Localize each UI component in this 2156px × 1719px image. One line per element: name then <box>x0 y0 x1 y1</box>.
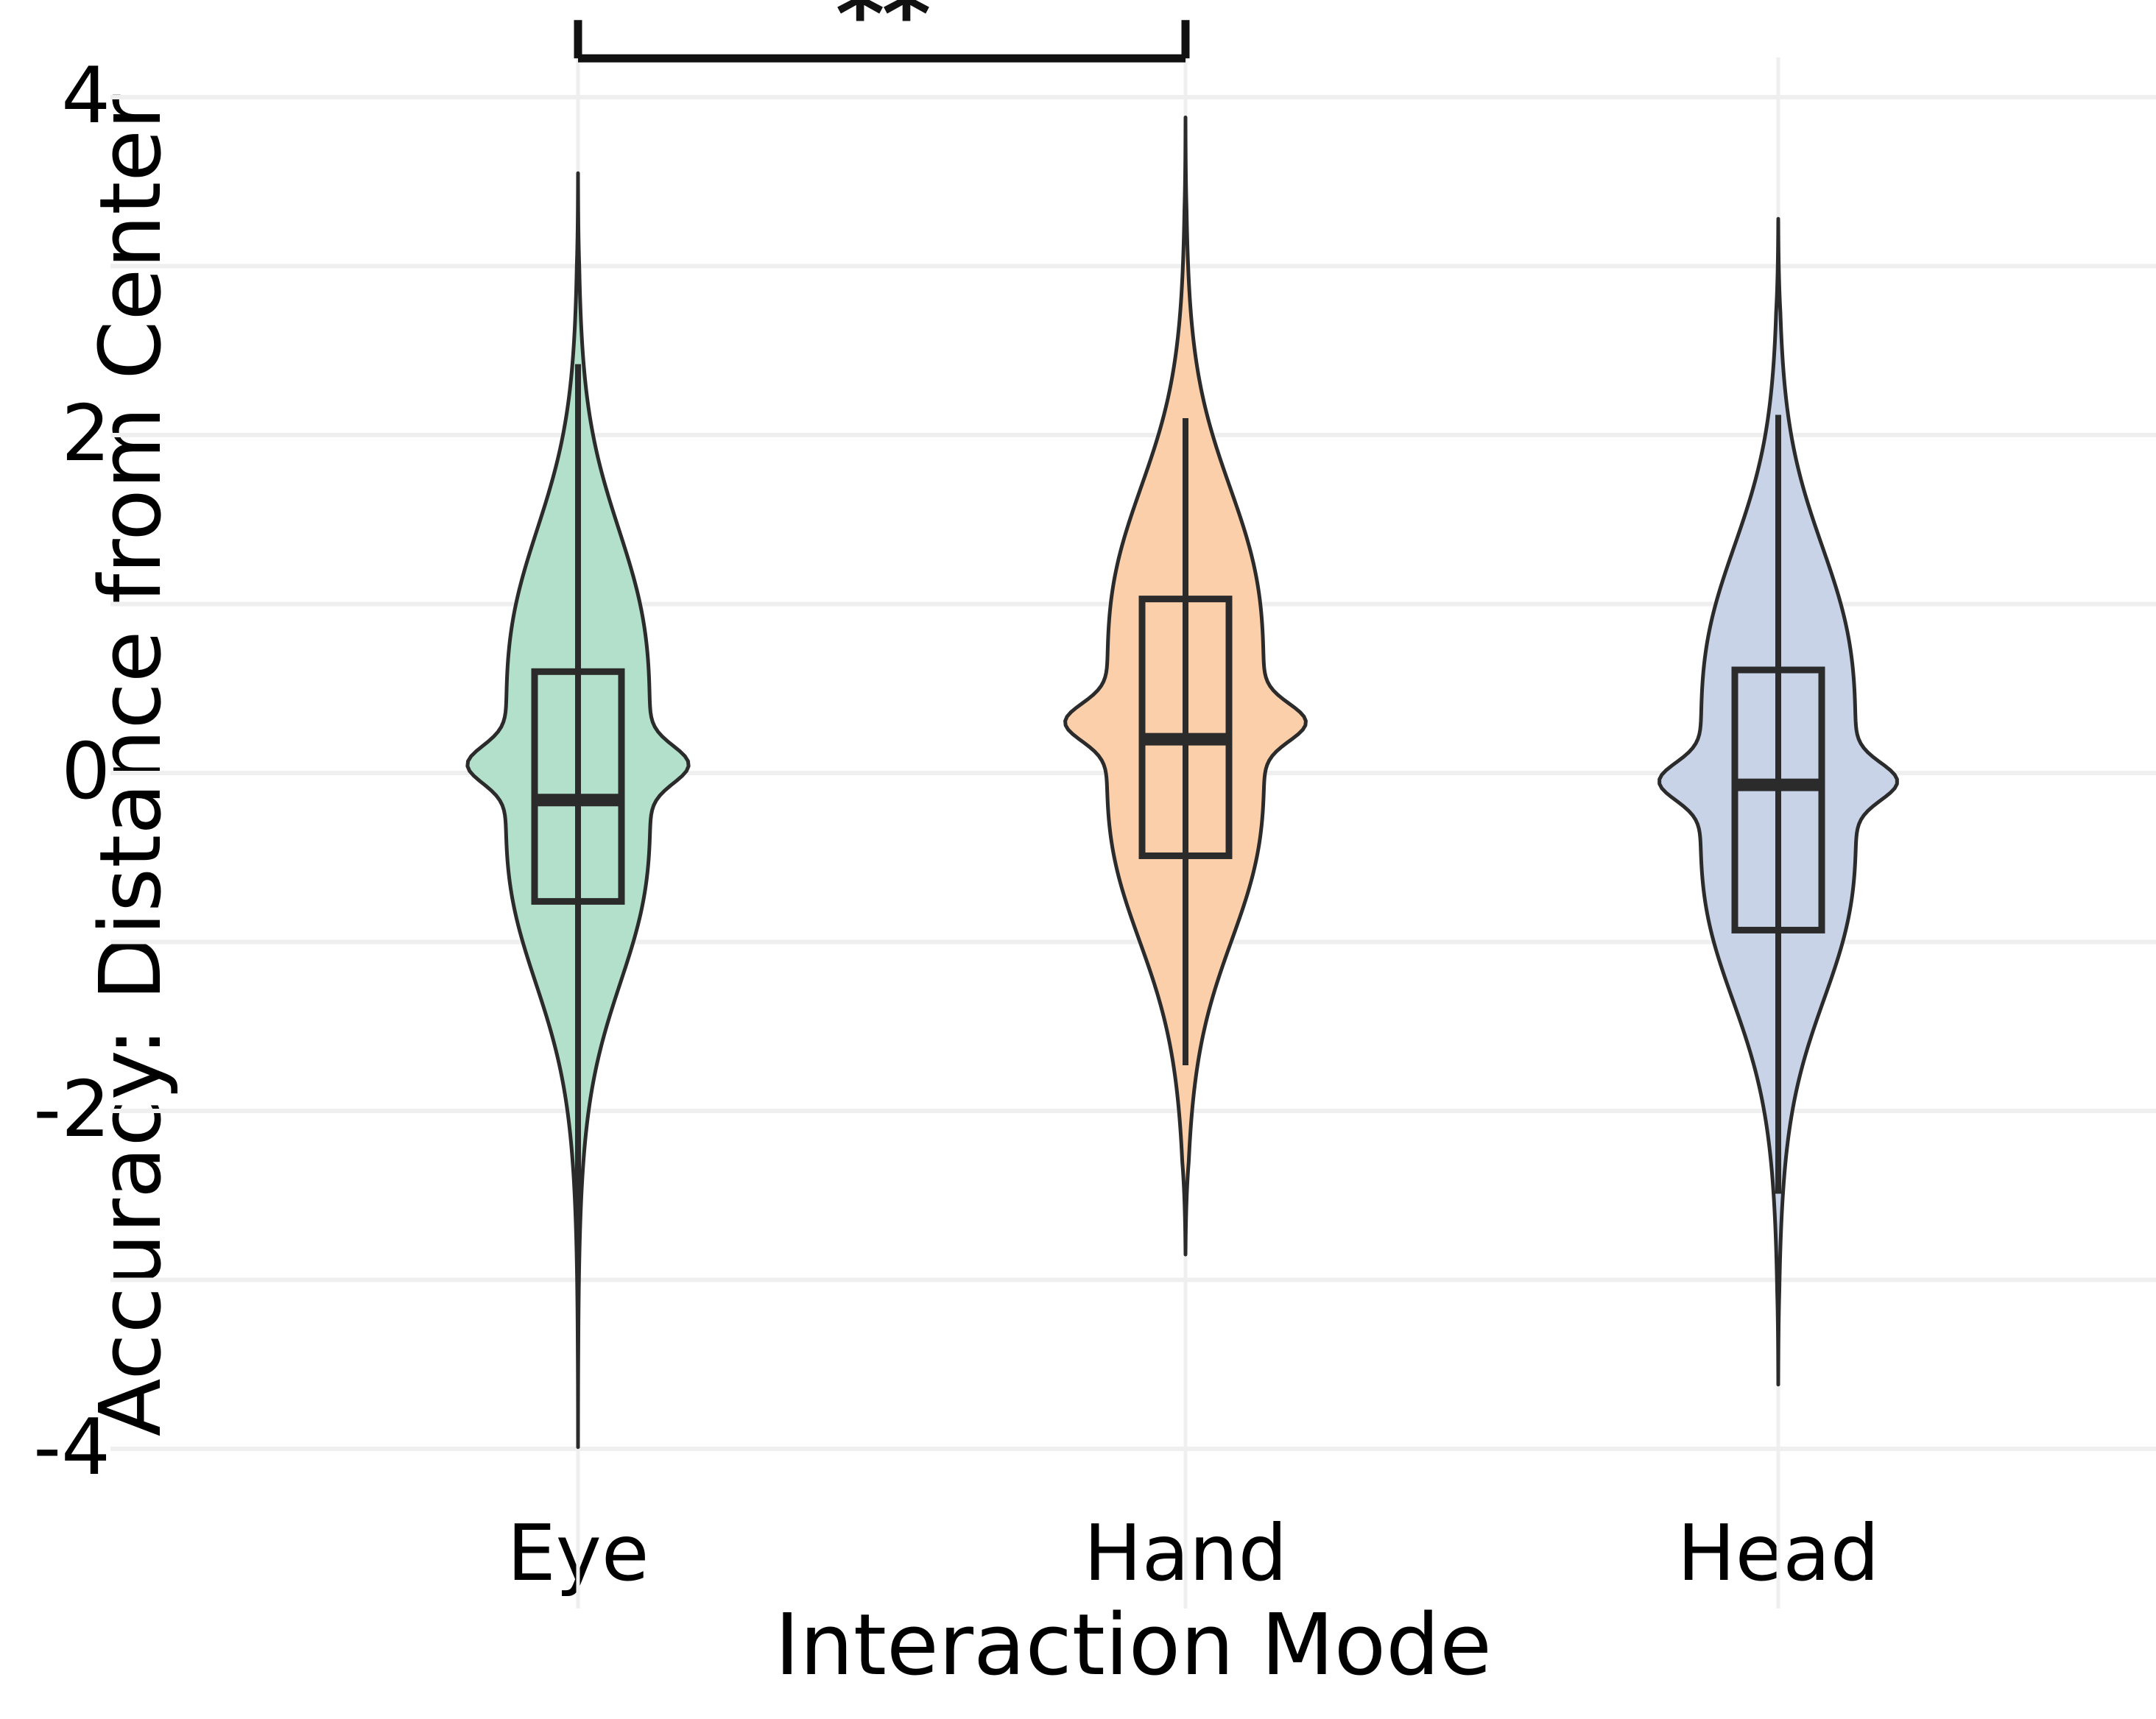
y-tick-label-neg2: -2 <box>33 1065 110 1154</box>
x-axis-label: Interaction Mode <box>775 1596 1492 1695</box>
y-tick-label-4: 4 <box>61 51 110 141</box>
box-head <box>1731 666 1825 933</box>
significance-label: ** <box>835 0 931 71</box>
y-tick-label-0: 0 <box>61 727 110 816</box>
box-hand <box>1138 596 1233 859</box>
box-eye <box>531 668 625 905</box>
y-tick-label-neg4: -4 <box>33 1402 110 1492</box>
y-tick-label-2: 2 <box>61 389 110 479</box>
